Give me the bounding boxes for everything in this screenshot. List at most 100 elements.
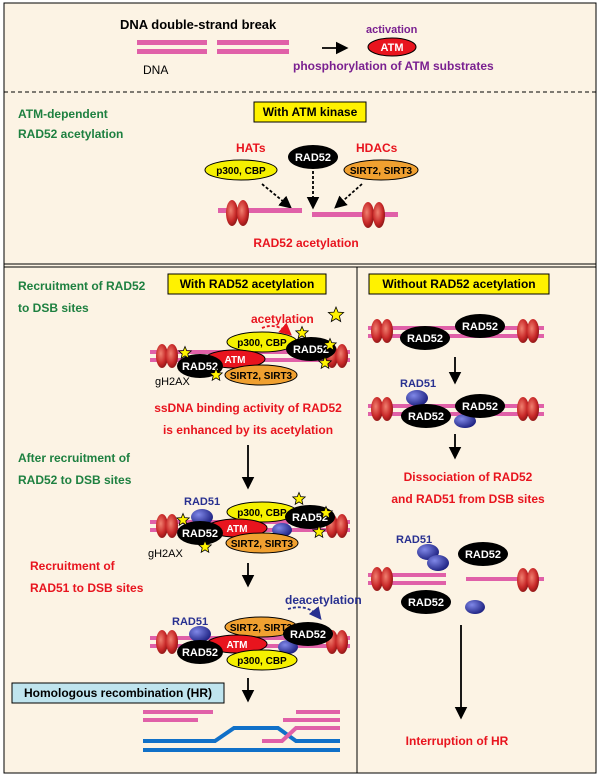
panel1-title: DNA double-strand break (120, 17, 277, 32)
hr-label: Homologous recombination (HR) (24, 686, 212, 700)
binding-line-1: ssDNA binding activity of RAD52 (154, 401, 342, 415)
rad52-r1b (455, 314, 505, 338)
hdac-label-c3: SIRT2, SIRT3 (230, 623, 293, 634)
acetyl-star (311, 524, 327, 539)
hat-oval-c3 (226, 649, 298, 671)
acetyl-star (197, 539, 213, 554)
rad52-left-label-c1: RAD52 (182, 361, 218, 373)
rad52-left-label-c2: RAD52 (182, 528, 218, 540)
dissociation-line-2: and RAD51 from DSB sites (391, 492, 545, 506)
atm-label-c2: ATM (227, 524, 248, 535)
with-acetylation-label: With RAD52 acetylation (180, 277, 315, 291)
right-complex-1: RAD52 RAD52 (368, 314, 544, 350)
rad52-acetylation-result: RAD52 acetylation (253, 236, 358, 250)
rad51-label-c3: RAD51 (172, 616, 208, 628)
rad52-left-c1 (177, 354, 223, 378)
hdacs-label: HDACs (356, 141, 398, 155)
acetylation-label: acetylation (251, 312, 314, 326)
binding-line-2: is enhanced by its acetylation (163, 423, 333, 437)
with-acetylation-box (167, 273, 327, 295)
with-atm-label: With ATM kinase (263, 105, 358, 119)
rad52-r3a-label: RAD52 (465, 549, 501, 561)
arrow-hdac (334, 183, 363, 209)
left-side-2b: RAD52 to DSB sites (18, 473, 132, 487)
rad52-left-c3 (177, 640, 223, 664)
acetyl-star (294, 325, 310, 340)
complex-3: deacetylation RAD51 SIRT2, SIRT3 ATM p30… (150, 593, 362, 671)
atm-label: ATM (380, 42, 403, 54)
hr-box (11, 682, 225, 704)
right-complex-3: RAD51 RAD52 RAD52 (368, 534, 544, 614)
rad52-right-c3 (283, 622, 333, 646)
left-side-2a: After recruitment of (18, 451, 131, 465)
panel-atm-acetylation: ATM-dependent RAD52 acetylation With ATM… (18, 101, 419, 250)
right-complex-2: RAD51 RAD52 RAD52 (368, 378, 544, 428)
acetyl-star (208, 367, 224, 382)
phosphorylation-label: phosphorylation of ATM substrates (293, 59, 494, 73)
atm-label-c3: ATM (227, 640, 248, 651)
rad52-left-label-c3: RAD52 (182, 647, 218, 659)
panel-dsb: DNA double-strand break DNA activation A… (120, 17, 494, 77)
rad52-left-c2 (177, 521, 223, 545)
rad52-r2b (455, 394, 505, 418)
left-side-1a: Recruitment of RAD52 (18, 279, 146, 293)
gh2ax-label-c1: gH2AX (155, 376, 191, 388)
hdac-oval-c1 (224, 364, 298, 386)
rad51-blob-c3a (189, 626, 211, 642)
panel2-side-2: RAD52 acetylation (18, 127, 123, 141)
atm-oval (367, 37, 417, 57)
rad52-r1a-label: RAD52 (407, 333, 443, 345)
hat-members: p300, CBP (216, 166, 266, 177)
rad51-blob-r3c (465, 600, 485, 614)
rad52-r3a (458, 542, 508, 566)
acetyl-star (317, 355, 333, 370)
acetyl-star (175, 512, 191, 527)
rad52-r2a (401, 404, 451, 428)
rad52-r2a-label: RAD52 (408, 411, 444, 423)
rad52-r3b (401, 590, 451, 614)
hdac-oval-c2 (225, 532, 299, 554)
left-side-3b: RAD51 to DSB sites (30, 581, 144, 595)
hat-label-c2: p300, CBP (237, 508, 287, 519)
arrow-hat (261, 183, 292, 209)
rad51-blob-r2b (454, 414, 476, 428)
hr-strands (143, 710, 340, 752)
interruption-label: Interruption of HR (406, 734, 509, 748)
rad51-blob-r3b (427, 555, 449, 571)
left-column: Recruitment of RAD52 to DSB sites With R… (11, 273, 362, 752)
hat-label-c1: p300, CBP (237, 338, 287, 349)
gh2ax-label-c2: gH2AX (148, 548, 184, 560)
acetyl-star (177, 345, 193, 360)
rad51-label-c2: RAD51 (184, 496, 220, 508)
deacetylation-label: deacetylation (285, 593, 362, 607)
complex-1: acetylation p300, CBP ATM SIRT2, SIRT3 R… (150, 305, 350, 388)
hat-label-c3: p300, CBP (237, 656, 287, 667)
hdac-label-c1: SIRT2, SIRT3 (230, 371, 293, 382)
dna-broken-nucleosomes (218, 200, 398, 228)
acetyl-star (291, 491, 307, 506)
hdac-oval (343, 159, 419, 181)
dissociation-line-1: Dissociation of RAD52 (404, 470, 533, 484)
acetylation-arrow (261, 322, 292, 336)
with-atm-box (253, 101, 367, 123)
dna-label: DNA (143, 63, 168, 77)
hdac-members: SIRT2, SIRT3 (350, 166, 413, 177)
without-acetylation-label: Without RAD52 acetylation (382, 277, 535, 291)
acetyl-star (318, 505, 334, 520)
right-column: Without RAD52 acetylation RAD52 RAD52 RA… (368, 273, 550, 748)
rad51-blob-c2a (191, 509, 213, 525)
rad52-r3b-label: RAD52 (408, 597, 444, 609)
atm-label-c1: ATM (225, 355, 246, 366)
rad52-right-label-c3: RAD52 (290, 629, 326, 641)
rad52-oval (288, 145, 338, 169)
acetyl-star (322, 337, 338, 352)
rad52-r1b-label: RAD52 (462, 321, 498, 333)
complex-2: RAD51 p300, CBP ATM SIRT2, SIRT3 RAD52 R… (148, 491, 350, 560)
acetyl-stars-c2 (175, 491, 334, 554)
deacetylation-arrow (287, 606, 322, 620)
rad52-right-label-c1: RAD52 (293, 344, 329, 356)
acetyl-star (327, 305, 345, 323)
activation-label: activation (366, 24, 418, 36)
hat-oval (204, 159, 278, 181)
